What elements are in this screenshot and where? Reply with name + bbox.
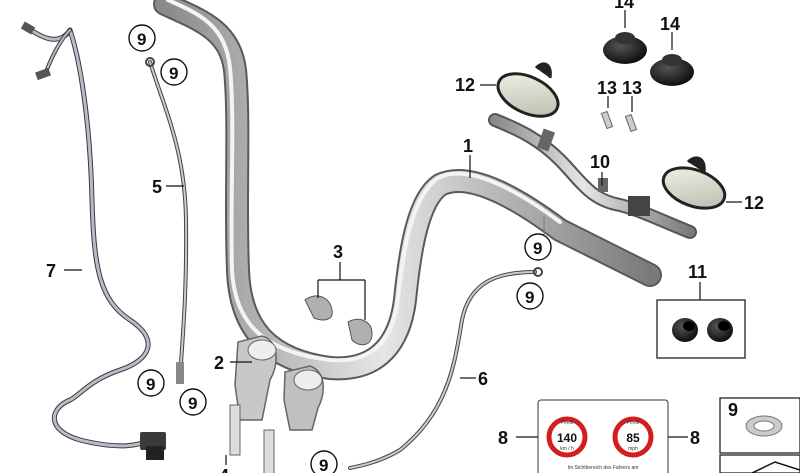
handlebar-10: [488, 113, 697, 239]
callout-14-right: 14: [660, 14, 680, 34]
washer: [745, 415, 783, 437]
svg-text:mph: mph: [628, 446, 638, 452]
sign-right-speed: Pirelli 85 mph: [612, 416, 654, 458]
circle-callouts-9: 9 9 9 9 9 9 9: [128, 24, 552, 473]
svg-text:Pirelli: Pirelli: [627, 420, 639, 426]
bolts-13: [600, 110, 638, 133]
callout-3: 3: [333, 242, 343, 262]
callout-2: 2: [214, 353, 224, 373]
sign-caption: Im Sichtbereich des Fahrers am: [568, 465, 639, 471]
callout-9-d: 9: [188, 394, 197, 413]
svg-text:140: 140: [557, 431, 577, 445]
callout-9-c: 9: [146, 375, 155, 394]
svg-text:85: 85: [626, 431, 640, 445]
callout-9-g: 9: [319, 456, 328, 473]
callout-9-e: 9: [533, 239, 542, 258]
handlebar-riser-tube: [153, 0, 662, 381]
extra-box: [719, 454, 800, 473]
callout-12-left: 12: [455, 75, 475, 95]
callout-9-b: 9: [169, 64, 178, 83]
callout-10: 10: [590, 152, 610, 172]
callout-5: 5: [152, 177, 162, 197]
callout-9-a: 9: [137, 30, 146, 49]
riser-clamp: [229, 335, 324, 473]
svg-text:km / h: km / h: [560, 446, 574, 452]
cable-6: [348, 267, 543, 470]
svg-text:Pirelli: Pirelli: [561, 420, 573, 426]
clamp-halves: [304, 295, 373, 346]
callout-6: 6: [478, 369, 488, 389]
callout-9-box: 9: [728, 400, 738, 420]
callout-8-left: 8: [498, 428, 508, 448]
callout-13-left: 13: [597, 78, 617, 98]
cable-5: [145, 57, 189, 384]
callout-9-f: 9: [525, 288, 534, 307]
grommets: [672, 318, 733, 342]
mirror-left: [496, 62, 560, 118]
callout-12-right: 12: [744, 193, 764, 213]
callout-8-right: 8: [690, 428, 700, 448]
callout-13-right: 13: [622, 78, 642, 98]
callout-4: 4: [219, 466, 229, 473]
sign-left-speed: Pirelli 140 km / h: [546, 416, 588, 458]
wiring-harness: [20, 21, 166, 460]
mirror-right: [661, 156, 727, 210]
rubber-caps: [603, 32, 694, 86]
callout-1: 1: [463, 136, 473, 156]
callout-14-left: 14: [614, 0, 634, 12]
callout-11: 11: [688, 262, 707, 282]
callout-7: 7: [46, 261, 56, 281]
